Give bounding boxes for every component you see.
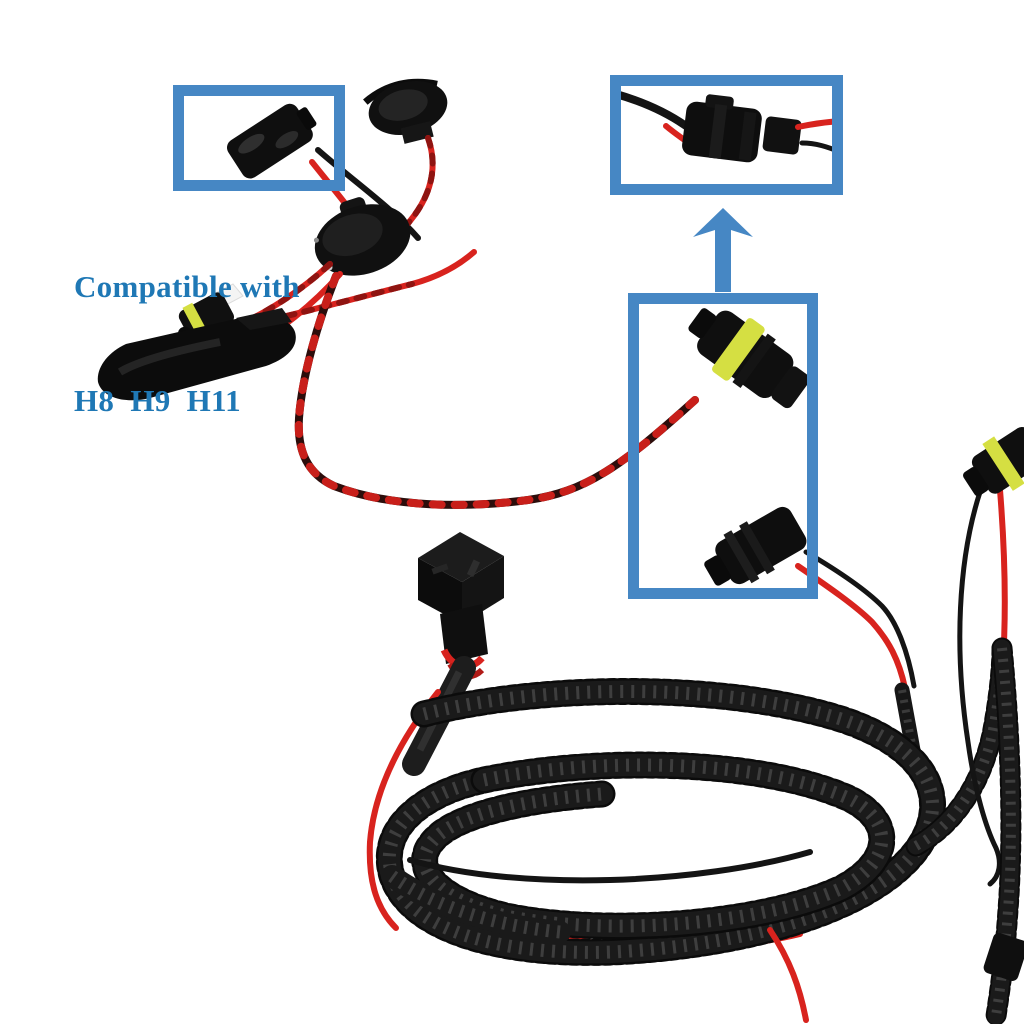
- relay-stem: [440, 604, 488, 664]
- highlight-box-mated-connectors: [610, 75, 843, 195]
- connector-tail: [771, 366, 810, 409]
- fragment-body: [983, 932, 1024, 981]
- connector-nose: [688, 308, 717, 339]
- socket-face: [378, 89, 428, 121]
- annotations: [173, 75, 843, 599]
- connector-nose: [296, 107, 317, 130]
- loom-ribs: [418, 758, 889, 933]
- highlight-box-connector: [173, 85, 345, 191]
- connector-rib: [739, 521, 775, 575]
- highlight-box-bulb-plug: [628, 293, 818, 599]
- connector-rib: [723, 530, 760, 584]
- middle-box-contents: [688, 308, 925, 780]
- black-wire: [612, 90, 690, 130]
- connector-body: [762, 116, 802, 155]
- coiled-loom: [375, 637, 1013, 966]
- small-bulb-socket: [363, 78, 448, 144]
- connector-body: [97, 315, 296, 401]
- mated-connector-pair: [612, 90, 843, 163]
- highlight-dot: [313, 237, 319, 243]
- connector-body: [227, 103, 313, 179]
- compatibility-label: Compatible with H8 H9 H11: [74, 192, 300, 496]
- compatibility-label-line2: H8 H9 H11: [74, 383, 241, 418]
- connector-step: [236, 308, 292, 330]
- connector-rib: [738, 111, 757, 161]
- sleeve-ribs: [898, 689, 921, 773]
- plug-connector: [227, 103, 317, 179]
- red-wire: [795, 563, 908, 691]
- up-arrow: [693, 208, 753, 292]
- connector-sheen: [117, 338, 221, 376]
- black-wire: [957, 489, 1002, 887]
- connector-ring: [732, 333, 776, 389]
- relay-slot: [431, 563, 449, 575]
- relay-block: [366, 532, 504, 931]
- large-left-connector: [97, 308, 296, 401]
- yellow-band-bulb-connector: [688, 308, 810, 409]
- lower-plug-connector: [704, 506, 807, 586]
- connector-slot: [275, 130, 299, 149]
- black-wire: [407, 849, 813, 884]
- relay-left-face: [418, 558, 462, 624]
- top-left-harness-cluster: [97, 78, 699, 509]
- yellow-band: [712, 318, 765, 381]
- connector-nose: [963, 467, 989, 497]
- yellow-band: [982, 436, 1024, 491]
- compatibility-label-line1: Compatible with: [74, 269, 300, 304]
- connector-rib: [708, 104, 728, 160]
- red-wire: [767, 927, 809, 1023]
- large-bulb-socket: [313, 197, 411, 276]
- red-power-wire: [366, 689, 441, 931]
- red-wire-twist: [233, 261, 333, 329]
- red-wire: [997, 487, 1008, 645]
- connector-nose: [704, 555, 731, 586]
- connector-female: [762, 116, 802, 155]
- loom-ribs: [388, 870, 561, 939]
- loom-ribs: [991, 647, 1016, 1017]
- twisted-wire-bundle-red: [294, 272, 699, 509]
- connector-body: [178, 292, 235, 341]
- black-wire: [803, 549, 917, 689]
- socket-face: [322, 213, 383, 257]
- connector-slot: [238, 133, 265, 154]
- relay-slot: [466, 559, 481, 577]
- loom-fragment: [983, 932, 1024, 981]
- yellow-band-connector-right: [963, 427, 1024, 497]
- right-side-leads: [767, 427, 1024, 1024]
- connector-male: [682, 94, 762, 163]
